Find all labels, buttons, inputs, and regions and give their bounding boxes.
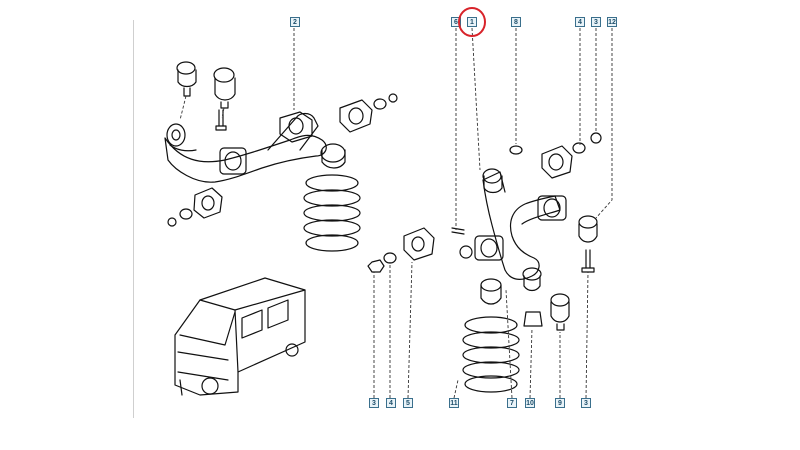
right-arm-bushing-lower	[459, 235, 504, 261]
callout-3-top: 3	[591, 17, 601, 27]
small-bolt-6	[451, 227, 465, 235]
callout-9-bottom: 9	[555, 398, 565, 408]
leader-lines	[179, 27, 613, 399]
front-bushing-5	[403, 227, 435, 261]
right-spring-seat	[480, 278, 502, 305]
callout-11-bottom: 11	[449, 398, 459, 408]
callout-4-top: 4	[575, 17, 585, 27]
right-bump-stop-10	[523, 311, 543, 327]
callout-2-top: 2	[290, 17, 300, 27]
left-ball-joint-2	[213, 67, 236, 109]
callout-1-top: 1	[467, 17, 477, 27]
right-lower-joint	[522, 267, 542, 292]
callout-12-top: 12	[607, 17, 617, 27]
callout-7-bottom: 7	[507, 398, 517, 408]
left-arm-mount	[279, 111, 313, 143]
washer-8	[509, 145, 523, 155]
left-frame-line	[133, 20, 134, 418]
right-ball-joint-12	[578, 215, 598, 243]
right-side-bushing	[541, 132, 602, 179]
right-top-mount	[482, 168, 503, 194]
left-middle-bushing	[219, 147, 247, 175]
callout-10-bottom: 10	[525, 398, 535, 408]
right-bolt	[581, 249, 595, 273]
callout-3b-bottom: 3	[581, 398, 591, 408]
van-illustration	[174, 277, 306, 396]
right-suspension-arm	[482, 171, 561, 280]
callout-3-bottom: 3	[369, 398, 379, 408]
left-bushing-top-right	[339, 93, 398, 133]
left-ball-joint-1	[176, 61, 197, 97]
left-bolt	[215, 109, 227, 131]
right-coil-spring	[462, 316, 520, 393]
left-top-joint	[320, 143, 346, 169]
right-arm-bushing-upper	[537, 195, 567, 221]
callout-8-top: 8	[511, 17, 521, 27]
washer-4	[383, 252, 397, 264]
callout-4-bottom: 4	[386, 398, 396, 408]
callout-6-top: 6	[451, 17, 461, 27]
left-bushing-arm	[166, 123, 186, 147]
left-coil-spring	[303, 174, 361, 252]
right-ball-joint-9	[550, 293, 570, 331]
callout-5-bottom: 5	[403, 398, 413, 408]
left-bottom-bushing	[167, 187, 223, 227]
nut-3	[367, 259, 385, 273]
